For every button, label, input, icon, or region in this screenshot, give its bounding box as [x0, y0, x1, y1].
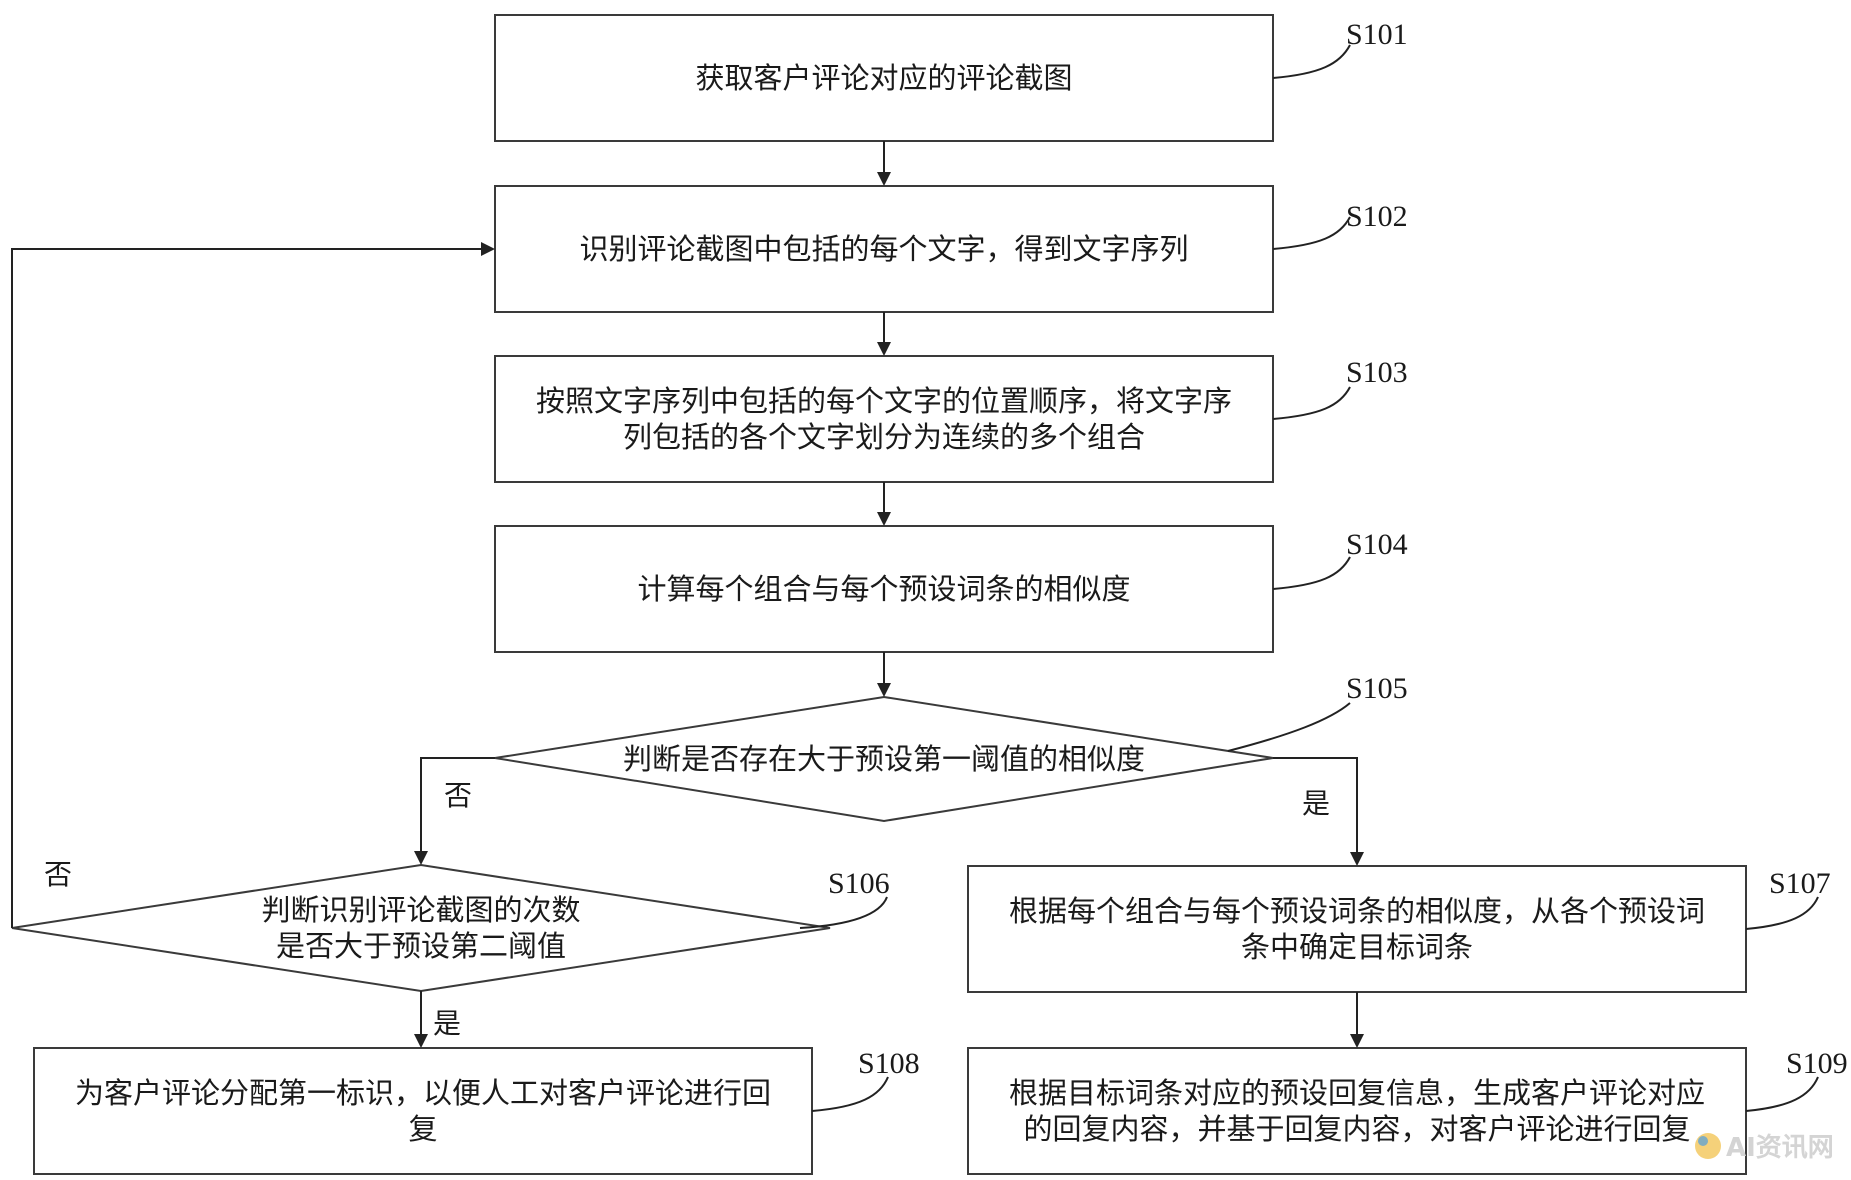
pointer-s107	[1745, 896, 1819, 930]
node-s106-text: 判断识别评论截图的次数是否大于预设第二阈值	[261, 893, 580, 963]
branch-label-s106-yes: 是	[433, 1007, 461, 1040]
node-s103-box	[494, 355, 1274, 483]
node-s102-box	[494, 185, 1274, 313]
arrow-s106-no-loop	[11, 248, 483, 928]
branch-label-s106-no: 否	[44, 858, 72, 891]
watermark: AI资讯网	[1695, 1133, 1834, 1163]
node-s106-line-1: 判断识别评论截图的次数	[261, 893, 580, 927]
node-s108-line-1: 为客户评论分配第一标识，以便人工对客户评论进行回	[75, 1076, 771, 1110]
step-label-s105: S105	[1346, 672, 1408, 705]
node-s109-box	[967, 1047, 1747, 1175]
node-s109-text: 根据目标词条对应的预设回复信息，生成客户评论对应的回复内容，并基于回复内容，对客…	[1009, 1076, 1705, 1146]
watermark-logo-icon	[1695, 1133, 1721, 1159]
node-s101-line-1: 获取客户评论对应的评论截图	[695, 61, 1072, 95]
pointer-s105	[1227, 702, 1351, 752]
branch-label-s105-yes: 是	[1302, 787, 1330, 820]
step-label-s104: S104	[1346, 528, 1408, 561]
watermark-text: AI资讯网	[1726, 1133, 1834, 1163]
step-label-s101: S101	[1346, 18, 1408, 51]
arrowhead-s106	[414, 851, 428, 865]
node-s106-diamond	[11, 863, 831, 993]
arrowhead-s105	[877, 683, 891, 697]
node-s105-text: 判断是否存在大于预设第一阈值的相似度	[623, 742, 1145, 776]
pointer-s103	[1272, 386, 1351, 420]
arrow-s105-yes	[1273, 757, 1358, 854]
step-label-s109: S109	[1786, 1047, 1848, 1080]
arrowhead-s103	[877, 342, 891, 356]
pointer-s109	[1745, 1076, 1819, 1112]
node-s108-box	[33, 1047, 813, 1175]
step-label-s107: S107	[1769, 867, 1831, 900]
node-s109-line-1: 根据目标词条对应的预设回复信息，生成客户评论对应	[1009, 1076, 1705, 1110]
pointer-s106	[799, 896, 888, 929]
arrowhead-s107	[1350, 852, 1364, 866]
node-s102-line-1: 识别评论截图中包括的每个文字，得到文字序列	[579, 232, 1188, 266]
node-s106-line-2: 是否大于预设第二阈值	[276, 929, 566, 963]
node-s101-text: 获取客户评论对应的评论截图	[695, 61, 1072, 95]
node-s103-line-2: 列包括的各个文字划分为连续的多个组合	[623, 420, 1145, 454]
node-s108-line-2: 复	[408, 1112, 437, 1146]
node-s107-box	[967, 865, 1747, 993]
arrowhead-s108	[414, 1034, 428, 1048]
watermark-logo-dot-icon	[1698, 1136, 1708, 1146]
node-s105-line-1: 判断是否存在大于预设第一阈值的相似度	[623, 742, 1145, 776]
node-s101-box	[494, 14, 1274, 142]
node-s108-text: 为客户评论分配第一标识，以便人工对客户评论进行回复	[75, 1076, 771, 1146]
node-s103-line-1: 按照文字序列中包括的每个文字的位置顺序，将文字序	[536, 384, 1232, 418]
pointer-s101	[1272, 44, 1351, 79]
branch-label-s105-no: 否	[444, 779, 472, 812]
node-s107-line-2: 条中确定目标词条	[1241, 930, 1473, 964]
node-s103-text: 按照文字序列中包括的每个文字的位置顺序，将文字序列包括的各个文字划分为连续的多个…	[536, 384, 1232, 454]
node-s107-line-1: 根据每个组合与每个预设词条的相似度，从各个预设词	[1009, 894, 1705, 928]
node-s104-text: 计算每个组合与每个预设词条的相似度	[637, 572, 1130, 606]
step-label-s106: S106	[828, 867, 890, 900]
arrowhead-s102-loop	[481, 242, 495, 256]
pointer-s104	[1272, 556, 1351, 590]
arrowhead-s102	[877, 172, 891, 186]
node-s104-line-1: 计算每个组合与每个预设词条的相似度	[637, 572, 1130, 606]
arrow-s105-no	[420, 757, 495, 853]
arrowhead-s109	[1350, 1034, 1364, 1048]
step-label-s103: S103	[1346, 356, 1408, 389]
pointer-s102	[1272, 216, 1351, 250]
step-label-s102: S102	[1346, 200, 1408, 233]
arrowhead-s104	[877, 512, 891, 526]
node-s109-line-2: 的回复内容，并基于回复内容，对客户评论进行回复	[1023, 1112, 1690, 1146]
pointer-s108	[811, 1076, 889, 1112]
node-s107-text: 根据每个组合与每个预设词条的相似度，从各个预设词条中确定目标词条	[1009, 894, 1705, 964]
step-label-s108: S108	[858, 1047, 920, 1080]
node-s102-text: 识别评论截图中包括的每个文字，得到文字序列	[579, 232, 1188, 266]
